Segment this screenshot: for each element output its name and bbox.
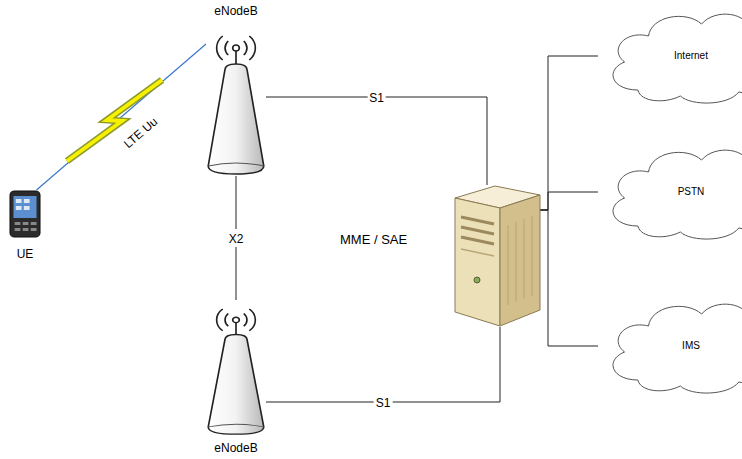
- node-label: eNodeB: [206, 4, 266, 19]
- core-server: MME / SAE: [340, 185, 540, 327]
- link-label: LTE Uu: [121, 115, 160, 152]
- server-icon: [340, 185, 540, 327]
- radio-bolt: [67, 80, 162, 161]
- core-link: [540, 210, 598, 346]
- user-equipment: UE: [2, 190, 48, 262]
- core-link: [540, 56, 598, 210]
- node-label: eNodeB: [206, 441, 266, 456]
- radio-bolt-outline: [67, 80, 162, 161]
- label-holder: IMS: [598, 340, 742, 353]
- node-label: Internet: [598, 50, 742, 63]
- label-holder: UE: [2, 247, 48, 262]
- node-label: PSTN: [598, 186, 742, 199]
- network-cloud: PSTN: [598, 138, 742, 246]
- label-patch: X2: [227, 229, 246, 247]
- link-label: S1: [376, 396, 391, 410]
- tower-icon: [206, 26, 266, 176]
- base-station: eNodeB: [206, 300, 266, 456]
- node-label: MME / SAE: [340, 232, 407, 248]
- tower-icon: [206, 300, 266, 436]
- link-label: S1: [369, 91, 384, 105]
- label-holder: Internet: [598, 50, 742, 63]
- base-station: eNodeB: [206, 4, 266, 176]
- cloud-icon: [598, 292, 742, 400]
- label-patch: S1: [374, 393, 393, 411]
- s1-link: [266, 97, 487, 185]
- phone-icon: [2, 190, 48, 238]
- label-holder: MME / SAE: [340, 232, 407, 248]
- label-holder: eNodeB: [206, 4, 266, 19]
- label-holder: eNodeB: [206, 441, 266, 456]
- label-holder: PSTN: [598, 186, 742, 199]
- network-cloud: Internet: [598, 2, 742, 110]
- s1-link: [266, 327, 500, 402]
- node-label: UE: [2, 247, 48, 262]
- cloud-icon: [598, 138, 742, 246]
- label-patch: LTE Uu: [118, 111, 163, 153]
- radio-link: [37, 44, 207, 190]
- cloud-icon: [598, 2, 742, 110]
- network-cloud: IMS: [598, 292, 742, 400]
- label-patch: S1: [367, 88, 386, 106]
- node-label: IMS: [598, 340, 742, 353]
- link-label: X2: [229, 232, 244, 246]
- core-link: [540, 192, 598, 210]
